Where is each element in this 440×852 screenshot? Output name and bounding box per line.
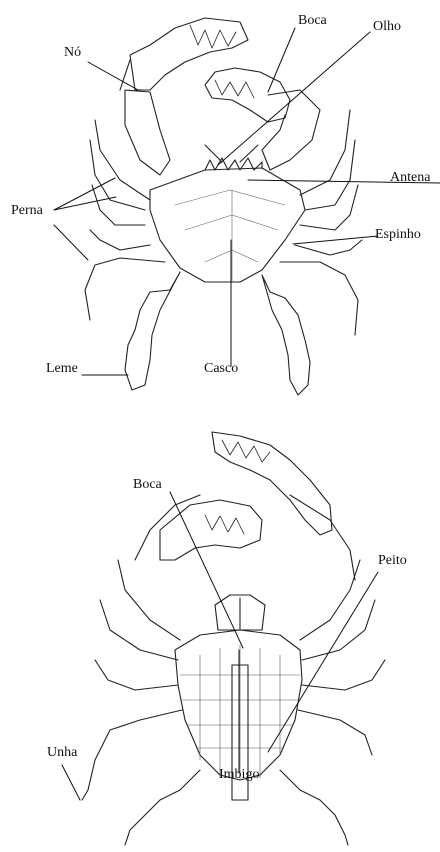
top-right-swimming-leg [280,262,358,335]
label-peito: Peito [378,554,407,568]
label-espinho: Espinho [375,228,421,242]
bottom-mouthparts [215,595,265,630]
top-carapace [150,168,305,282]
top-left-claw [130,18,248,90]
top-right-claw [205,68,290,122]
bottom-left-legs [82,560,182,800]
top-leader-lines [54,28,440,375]
label-olho: Olho [373,20,401,34]
top-crab-illustration [85,18,362,395]
label-leme: Leme [46,362,78,376]
bottom-left-claw [160,500,262,560]
top-right-arm [262,90,320,170]
label-no: Nó [64,46,81,60]
top-left-legs [90,120,150,250]
bottom-right-legs [298,560,385,755]
bottom-carapace-edge [135,495,355,580]
label-imbigo: Imbigo [219,768,259,782]
label-antena: Antena [390,171,430,185]
top-right-paddle [262,275,310,395]
label-casco: Casco [204,362,238,376]
label-unha: Unha [47,746,77,760]
top-front-spines [205,158,262,170]
bottom-right-paddle [280,770,348,845]
top-right-legs [295,110,362,255]
top-left-paddle [125,272,180,390]
top-left-swimming-leg [85,258,165,320]
bottom-left-paddle [125,770,200,845]
label-boca-top: Boca [298,14,327,28]
bottom-raised-claw [212,432,332,535]
label-boca-bottom: Boca [133,478,162,492]
bottom-crab-illustration [82,432,385,845]
label-perna: Perna [11,204,43,218]
